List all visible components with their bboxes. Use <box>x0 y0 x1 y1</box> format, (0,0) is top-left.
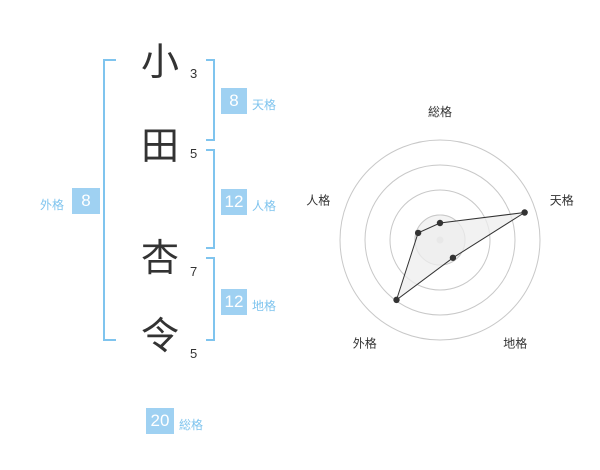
radar-point-1 <box>436 219 444 227</box>
jinkaku-value: 12 <box>221 189 247 215</box>
stroke-count-2: 5 <box>190 146 198 161</box>
radar-point-2 <box>521 209 528 216</box>
gaikaku-label: 外格 <box>40 198 65 212</box>
radar-point-5 <box>414 229 422 237</box>
gaikaku-value: 8 <box>72 188 100 214</box>
radar-axis-label-2: 天格 <box>550 192 574 207</box>
tenkaku-label: 天格 <box>252 98 277 112</box>
soukaku-label: 総格 <box>179 418 204 432</box>
tenkaku-bracket <box>206 59 215 141</box>
name-char-3: 杏 <box>140 236 179 280</box>
name-char-2: 田 <box>140 124 179 168</box>
stroke-count-1: 3 <box>190 66 198 81</box>
stroke-count-4: 5 <box>190 346 198 361</box>
name-char-4: 令 <box>140 314 179 358</box>
stroke-count-3: 7 <box>190 264 198 279</box>
radar-ring-2 <box>389 189 491 291</box>
jinkaku-label: 人格 <box>252 199 277 213</box>
radar-ring-3 <box>364 164 516 316</box>
chikaku-value: 12 <box>221 289 247 315</box>
gaikaku-bracket <box>103 59 116 341</box>
radar-ring-4 <box>339 139 541 341</box>
soukaku-value: 20 <box>146 408 174 434</box>
chikaku-bracket <box>206 257 215 341</box>
radar-axis-label-5: 人格 <box>306 192 330 207</box>
chikaku-label: 地格 <box>252 299 277 313</box>
radar-axis-label-3: 地格 <box>503 336 527 351</box>
radar-series-polygon <box>395 212 525 302</box>
name-char-1: 小 <box>140 40 179 84</box>
radar-point-3 <box>449 254 457 261</box>
radar-axis-label-4: 外格 <box>353 336 377 351</box>
radar-axis-label-1: 総格 <box>428 104 452 119</box>
jinkaku-bracket <box>206 149 215 249</box>
radar-point-4 <box>393 296 400 304</box>
tenkaku-value: 8 <box>221 88 247 114</box>
